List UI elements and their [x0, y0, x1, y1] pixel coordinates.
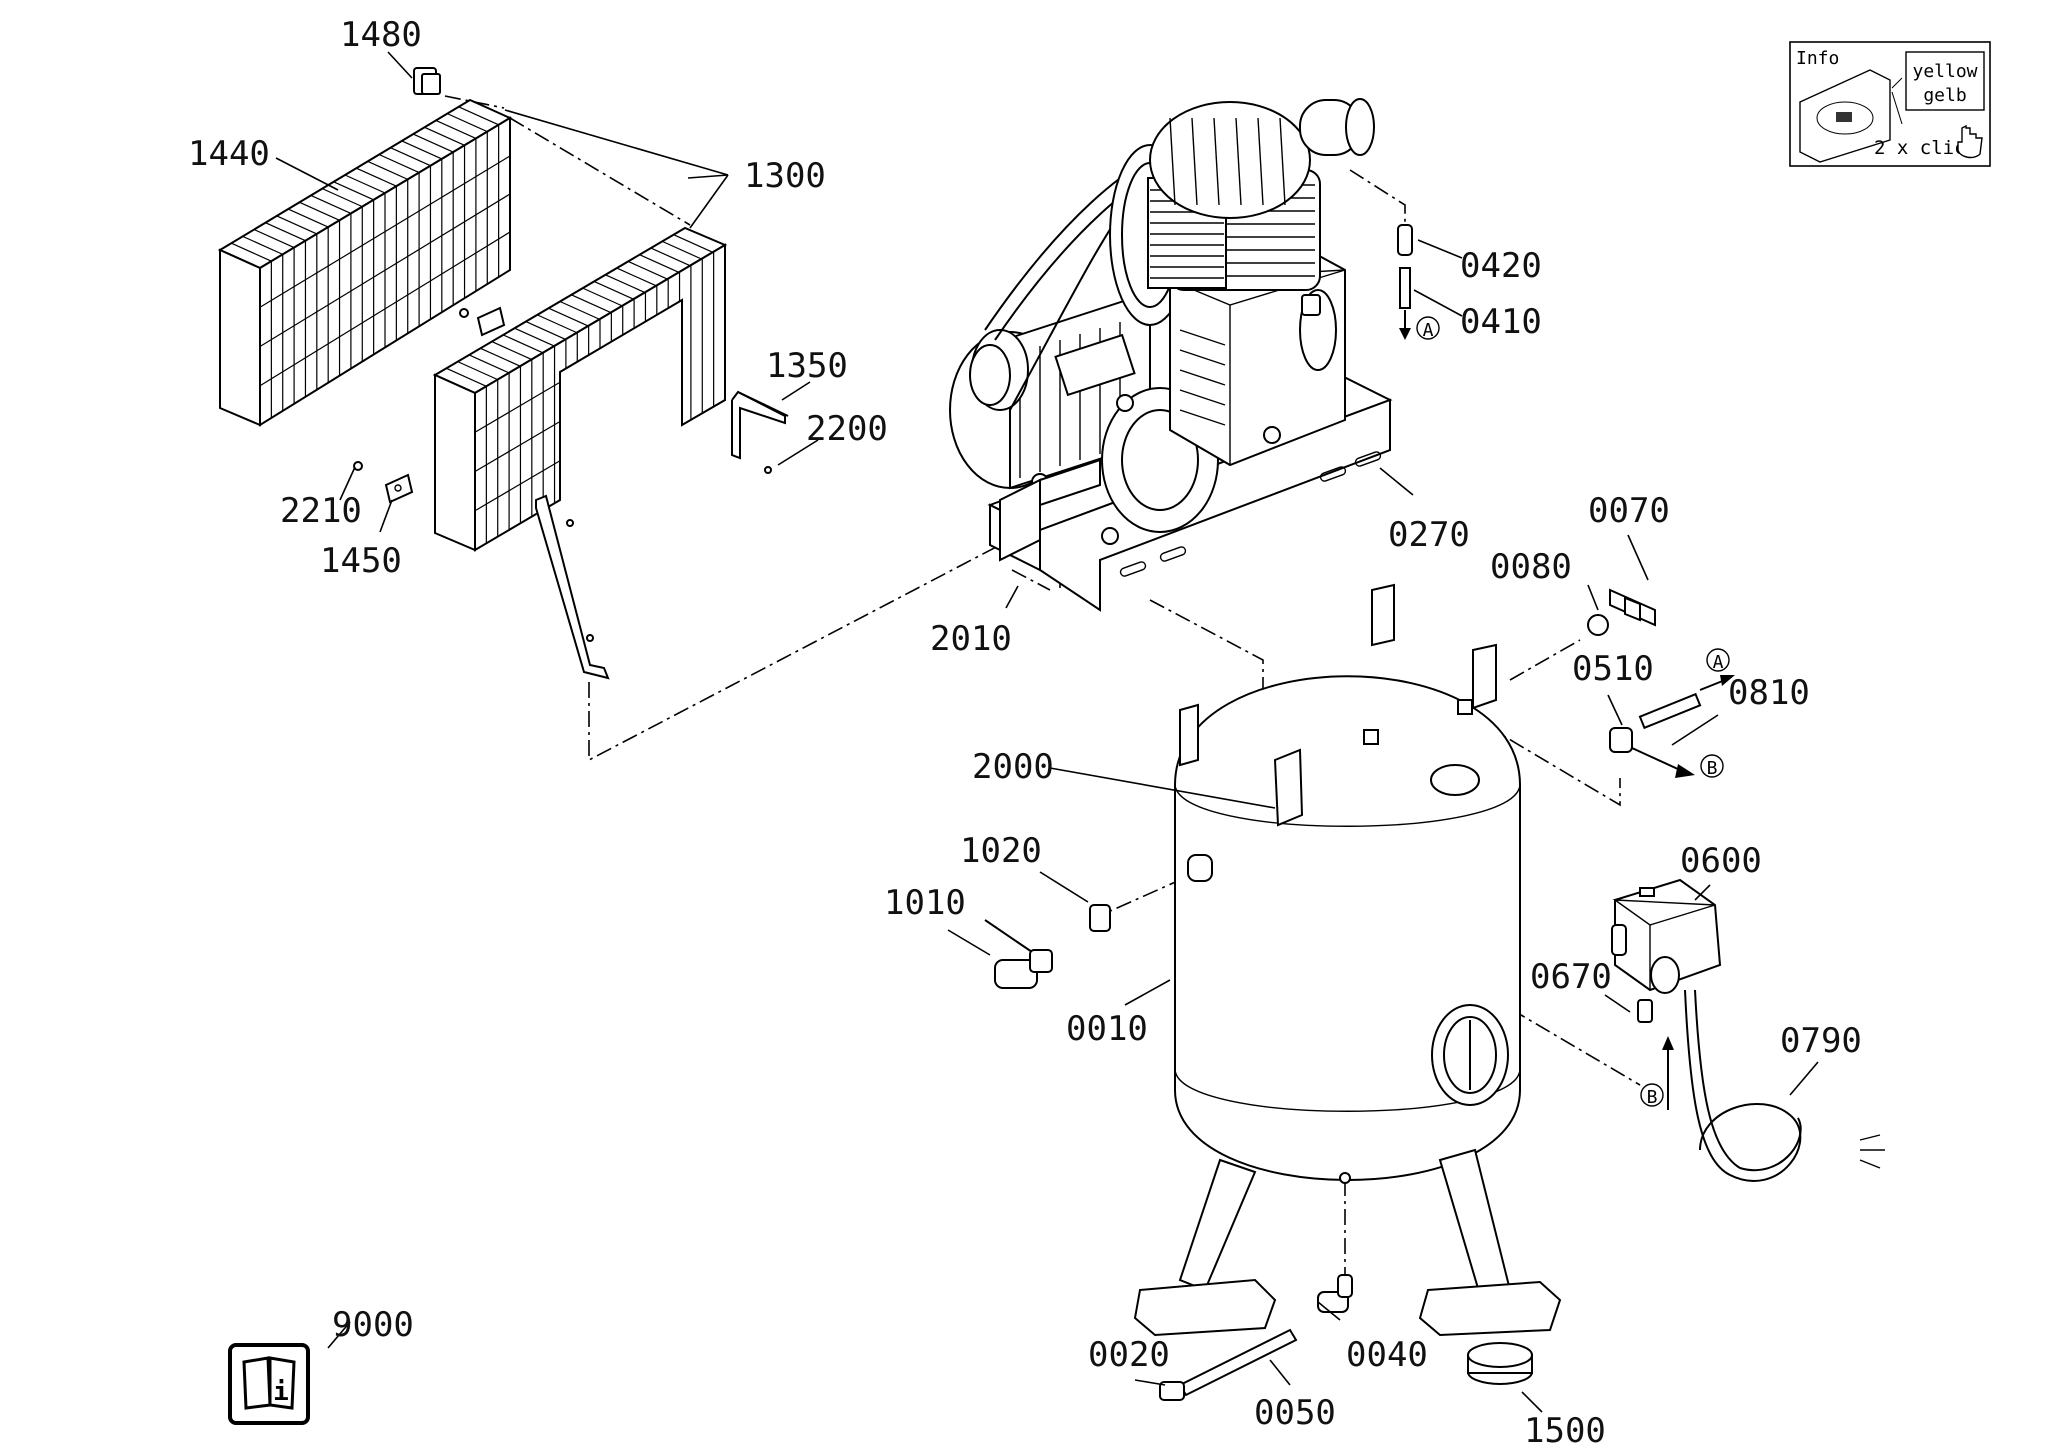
click-hint: 2 x click — [1874, 137, 1978, 159]
base-slots — [1119, 451, 1382, 577]
label-0810: 0810 — [1728, 673, 1810, 713]
label-2010: 2010 — [930, 619, 1012, 659]
info-title: Info — [1796, 48, 1839, 69]
label-1450: 1450 — [320, 541, 402, 581]
valve-0070 — [1587, 588, 1656, 636]
color-label-de: gelb — [1923, 85, 1966, 106]
label-2000: 2000 — [972, 747, 1054, 787]
label-1480: 1480 — [340, 15, 422, 55]
label-0670: 0670 — [1530, 957, 1612, 997]
label-1010: 1010 — [884, 883, 966, 923]
compressor-unit — [949, 98, 1393, 612]
label-1020: 1020 — [960, 831, 1042, 871]
color-label-en: yellow — [1912, 61, 1977, 82]
label-1500: 1500 — [1524, 1411, 1606, 1446]
label-0010: 0010 — [1066, 1009, 1148, 1049]
label-1300: 1300 — [744, 156, 826, 196]
label-0080: 0080 — [1490, 547, 1572, 587]
label-1350: 1350 — [766, 346, 848, 386]
label-1440: 1440 — [188, 134, 270, 174]
label-0790: 0790 — [1780, 1021, 1862, 1061]
part-labels: 1480 1440 1300 1350 2200 2210 1450 0420 … — [188, 15, 1862, 1450]
svg-text:B: B — [1647, 1087, 1658, 1108]
marker-a-right: A — [1706, 648, 1730, 673]
label-0410: 0410 — [1460, 302, 1542, 342]
label-0510: 0510 — [1572, 649, 1654, 689]
tap-0020-0050 — [1159, 1274, 1353, 1401]
belt-guard-grille-left — [217, 98, 513, 427]
svg-text:i: i — [273, 1377, 289, 1407]
label-9000: 9000 — [332, 1305, 414, 1345]
support-strut — [535, 494, 610, 680]
marker-b-bottom: B — [1640, 1083, 1664, 1108]
svg-text:A: A — [1713, 652, 1724, 673]
marker-b-right: B — [1700, 754, 1724, 779]
label-0600: 0600 — [1680, 841, 1762, 881]
belt-guard-grille-right — [432, 226, 728, 552]
cable-0790 — [1684, 989, 1885, 1182]
leader-lines — [275, 51, 1819, 1413]
yellow-color-tag[interactable] — [1905, 51, 1985, 111]
info-box[interactable]: Info yellow gelb 2 x click — [1789, 41, 1991, 167]
label-2200: 2200 — [806, 409, 888, 449]
fitting-0510-0810 — [1609, 675, 1735, 778]
svg-text:B: B — [1707, 758, 1718, 779]
air-tank — [1133, 583, 1562, 1337]
label-0070: 0070 — [1588, 491, 1670, 531]
label-0050: 0050 — [1254, 1393, 1336, 1433]
label-0420: 0420 — [1460, 246, 1542, 286]
svg-text:A: A — [1423, 320, 1434, 341]
label-0040: 0040 — [1346, 1335, 1428, 1375]
bracket-1450 — [353, 461, 414, 504]
fitting-0420 — [1397, 224, 1413, 340]
label-0020: 0020 — [1088, 1335, 1170, 1375]
pad-1500 — [1467, 1342, 1533, 1385]
pressure-switch-0600 — [1611, 878, 1722, 1110]
label-2210: 2210 — [280, 491, 362, 531]
bracket-1350 — [731, 390, 789, 474]
clip-center — [459, 306, 506, 337]
label-0270: 0270 — [1388, 515, 1470, 555]
manual-info-icon[interactable]: i — [228, 1343, 310, 1425]
marker-a-top: A — [1416, 316, 1440, 341]
hand-pointer-icon — [1957, 124, 1983, 159]
ball-valve-1010 — [984, 904, 1111, 989]
motor-bracket — [999, 458, 1101, 562]
clip-1480 — [413, 67, 441, 95]
